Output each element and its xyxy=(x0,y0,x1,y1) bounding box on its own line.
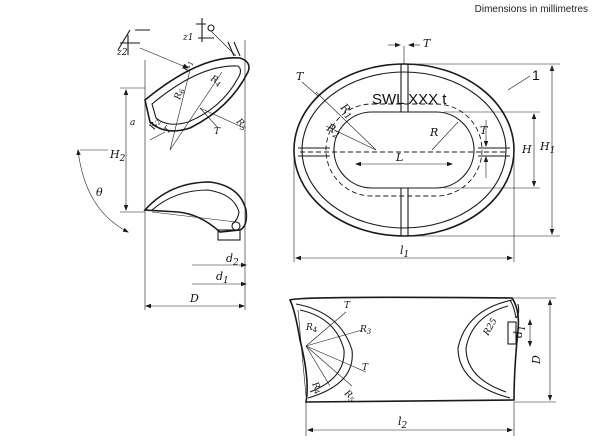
bottom-lug xyxy=(217,229,241,241)
section-r4-label: R4 xyxy=(305,323,317,334)
r6-label: R6 xyxy=(173,87,187,102)
top-pipe xyxy=(227,41,241,57)
lower-shell-outer xyxy=(143,181,248,233)
section-t-line xyxy=(305,345,367,373)
section-r25-label: R25 xyxy=(481,316,499,338)
section-r-line-1 xyxy=(305,311,347,347)
plan-r-label: R xyxy=(429,126,438,139)
callout-1: 1 xyxy=(532,67,540,83)
plan-view: T SWL XXX t 1 T R1 R2 R T L H H1 l1 xyxy=(293,37,560,262)
plan-bottom-seam xyxy=(400,188,409,236)
plan-h1-extension xyxy=(406,63,560,237)
plan-h-label: H xyxy=(521,143,532,156)
z2-label: z2 xyxy=(116,48,128,58)
plan-h-extension xyxy=(444,111,540,189)
plan-l-label: L xyxy=(395,151,403,164)
plan-l1-extension xyxy=(293,150,515,262)
section-l2-extension xyxy=(305,402,515,436)
section-t-b-label: T xyxy=(362,363,369,373)
radius-r4-line xyxy=(169,71,223,151)
section-r4b-line xyxy=(305,345,331,387)
r1-label: R1 xyxy=(181,59,196,74)
upper-shell-inner xyxy=(151,65,242,125)
radius-r5-line xyxy=(199,107,245,129)
plan-outer-ellipse xyxy=(293,63,515,237)
plan-top-seam xyxy=(400,64,409,112)
plan-r1-line xyxy=(315,91,377,151)
radius-r1-line xyxy=(169,69,191,151)
units-note: Dimensions in millimetres xyxy=(475,4,588,15)
plan-r2-line xyxy=(325,125,377,151)
plan-inner-hidden-outline xyxy=(325,103,483,197)
side-view: z2 z1 H2 θ d2 d1 D R1 R4 R6 R2 R5 T T a xyxy=(76,18,250,310)
swl-marking: SWL XXX t xyxy=(372,91,447,108)
section-d-label: D xyxy=(530,355,543,365)
t-label-side: T xyxy=(162,124,174,135)
plan-inner-opening xyxy=(333,111,475,189)
lower-shell-inner xyxy=(151,189,240,225)
upper-shell-outer xyxy=(144,57,250,132)
section-l2-label: l2 xyxy=(398,415,408,431)
plan-side-seams xyxy=(298,147,510,157)
callout-1-leader xyxy=(507,75,531,91)
section-left-shell-outer xyxy=(295,303,353,399)
section-right-shell-inner xyxy=(465,305,509,393)
theta-label: θ xyxy=(96,186,103,199)
plan-t-left-label: T xyxy=(296,70,305,83)
theta-arc xyxy=(76,149,129,233)
plan-outer-inner-ellipse xyxy=(301,71,507,229)
z1-symbol xyxy=(196,18,214,42)
r2-label: R2 xyxy=(147,116,163,133)
z2-symbol xyxy=(117,29,150,55)
section-t-a-label: T xyxy=(344,301,351,311)
section-d-extension xyxy=(512,297,556,403)
z2-leader xyxy=(139,47,189,69)
z1-circle xyxy=(207,24,215,32)
radius-t-line xyxy=(199,107,219,129)
plan-h1-label: H1 xyxy=(539,140,555,156)
bottom-lug-hole xyxy=(231,221,241,231)
plan-t-right-label: T xyxy=(480,124,489,137)
plan-r2-label: R2 xyxy=(323,121,344,142)
section-outer-body xyxy=(288,296,520,403)
z1-leader xyxy=(210,30,237,57)
plan-r-line xyxy=(431,121,459,151)
r4-label: R4 xyxy=(207,73,223,89)
h2-extension xyxy=(120,87,145,213)
z1-label: z1 xyxy=(182,33,193,43)
section-r3-line xyxy=(305,329,363,347)
lower-shell-chord xyxy=(151,211,237,223)
section-r5-line xyxy=(305,345,353,387)
section-lug xyxy=(507,321,517,345)
section-d1-label: d1 xyxy=(512,325,528,338)
section-pipe xyxy=(509,299,520,319)
plan-t-left-leader xyxy=(301,81,319,97)
diameter-d-label: D xyxy=(189,292,199,305)
section-left-chord xyxy=(297,309,307,397)
section-view: R4 T R3 T R4 R5 R25 d1 D l2 xyxy=(288,296,556,436)
plan-l1-label: l1 xyxy=(400,244,409,260)
section-r3-label: R3 xyxy=(359,325,372,336)
radius-r2-line xyxy=(149,131,166,141)
section-right-shell-outer xyxy=(457,299,513,399)
section-left-shell-inner xyxy=(299,309,345,393)
plan-t-top-label: T xyxy=(423,37,432,50)
d2-label: d2 xyxy=(226,252,239,268)
t-label-side-right: T xyxy=(214,127,221,137)
h2-label: H2 xyxy=(109,148,126,164)
r5-label: R5 xyxy=(232,116,249,133)
d1-label: d1 xyxy=(216,270,229,286)
section-r4b-label: R4 xyxy=(308,380,324,396)
a-label: a xyxy=(130,118,135,128)
